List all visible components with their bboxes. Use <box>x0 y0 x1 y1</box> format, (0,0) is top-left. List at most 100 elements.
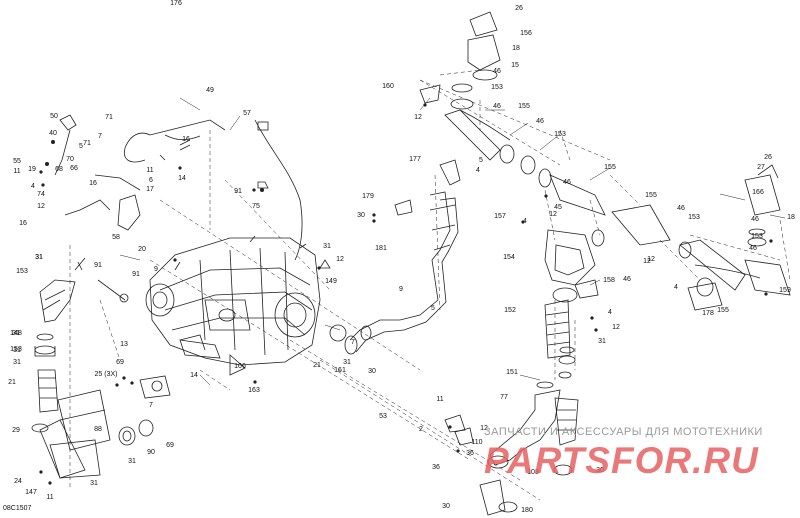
part-callout: 24 <box>14 478 22 485</box>
part-callout: 148 <box>10 330 22 337</box>
part-callout: 155 <box>604 164 616 171</box>
part-callout: 21 <box>8 379 16 386</box>
part-callout: 163 <box>248 387 260 394</box>
part-callout: 53 <box>379 413 387 420</box>
part-callout: 12 <box>612 324 620 331</box>
part-callout: 46 <box>493 103 501 110</box>
part-callout: 19 <box>28 166 36 173</box>
part-callout: 17 <box>146 186 154 193</box>
part-callout: 13 <box>120 341 128 348</box>
part-callout: 176 <box>170 0 182 7</box>
part-callout: 157 <box>494 213 506 220</box>
part-callout: 31 <box>13 359 21 366</box>
part-callout: 7 <box>351 339 355 346</box>
part-callout: 155 <box>717 307 729 314</box>
part-callout: 4 <box>476 167 480 174</box>
part-callout: 30 <box>596 467 604 474</box>
part-callout: 18 <box>512 45 520 52</box>
part-callout: 106 <box>234 363 246 370</box>
part-callout: 49 <box>206 87 214 94</box>
part-callout: 31 <box>598 338 606 345</box>
part-callout: 153 <box>554 131 566 138</box>
part-callout: 9 <box>154 266 158 273</box>
part-callout: 177 <box>409 156 421 163</box>
leader-lines <box>119 97 786 386</box>
part-callout: 31 <box>128 458 136 465</box>
part-callout: 68 <box>55 166 63 173</box>
part-callout: 71 <box>83 140 91 147</box>
part-callout: 12 <box>480 425 488 432</box>
part-callout: 5 <box>79 143 83 150</box>
part-callout: 31 <box>35 254 43 261</box>
part-callout: 66 <box>70 165 78 172</box>
part-callout: 31 <box>90 480 98 487</box>
part-callout: 155 <box>645 192 657 199</box>
part-callout: 181 <box>375 245 387 252</box>
part-callout: 55 <box>13 158 21 165</box>
part-callout: 155 <box>518 103 530 110</box>
part-callout: 71 <box>105 114 113 121</box>
part-callout: 7 <box>98 133 102 140</box>
part-callout: 15 <box>511 62 519 69</box>
part-callout: 46 <box>493 68 501 75</box>
part-callout: 12 <box>37 203 45 210</box>
part-callout: 9 <box>399 286 403 293</box>
part-callout: 46 <box>749 245 757 252</box>
part-callout: 31 <box>13 347 21 354</box>
part-callout: 69 <box>116 359 124 366</box>
part-callout: 20 <box>138 246 146 253</box>
part-callout: 75 <box>252 203 260 210</box>
left-intake-ducts <box>31 257 206 479</box>
part-callout: 91 <box>234 188 242 195</box>
part-callout: 5 <box>479 157 483 164</box>
part-callout: 11 <box>146 167 154 174</box>
part-callout: 152 <box>504 307 516 314</box>
part-callout: 31 <box>12 330 20 337</box>
cable-assembly <box>54 114 331 269</box>
part-callout: 5 <box>431 305 435 312</box>
part-callout: 26 <box>515 5 523 12</box>
lower-intake-chain <box>444 381 579 516</box>
part-callout: 12 <box>647 256 655 263</box>
part-callout: 153 <box>10 346 22 353</box>
part-callout: 12 <box>336 256 344 263</box>
part-callout: 27 <box>757 164 765 171</box>
part-callout: 90 <box>147 449 155 456</box>
part-callout: 36 <box>466 450 474 457</box>
part-callout: 179 <box>362 193 374 200</box>
part-callout: 18 <box>787 214 795 221</box>
part-callout: 147 <box>25 489 37 496</box>
part-callout: 7 <box>149 402 153 409</box>
part-callout: 46 <box>563 179 571 186</box>
part-callout: 153 <box>491 84 503 91</box>
part-callout: 21 <box>313 362 321 369</box>
part-callout: 4 <box>608 309 612 316</box>
part-callout: 70 <box>66 156 74 163</box>
part-callout: 14 <box>190 372 198 379</box>
part-callout: 14 <box>178 175 186 182</box>
part-callout: 46 <box>536 118 544 125</box>
part-callout: 16 <box>182 136 190 143</box>
part-callout: 30 <box>368 368 376 375</box>
part-callout: 2 <box>419 426 423 433</box>
diagram-reference-code: 08C1507 <box>3 505 32 512</box>
engine-block <box>145 235 321 376</box>
part-callout: 12 <box>414 114 422 121</box>
part-callout: 46 <box>751 216 759 223</box>
part-callout: 31 <box>323 243 331 250</box>
part-callout: 91 <box>94 262 102 269</box>
part-callout: 161 <box>334 367 346 374</box>
part-callout: 166 <box>752 189 764 196</box>
part-callout: 74 <box>37 191 45 198</box>
part-callout: 91 <box>132 271 140 278</box>
upper-intake-chain <box>419 11 791 379</box>
part-callout: 50 <box>50 113 58 120</box>
part-callout: 77 <box>500 394 508 401</box>
exhaust-pipes <box>329 159 461 355</box>
part-callout: 153 <box>688 214 700 221</box>
part-callout: 153 <box>16 268 28 275</box>
part-callout: 160 <box>382 83 394 90</box>
part-callout: 31 <box>35 254 43 261</box>
